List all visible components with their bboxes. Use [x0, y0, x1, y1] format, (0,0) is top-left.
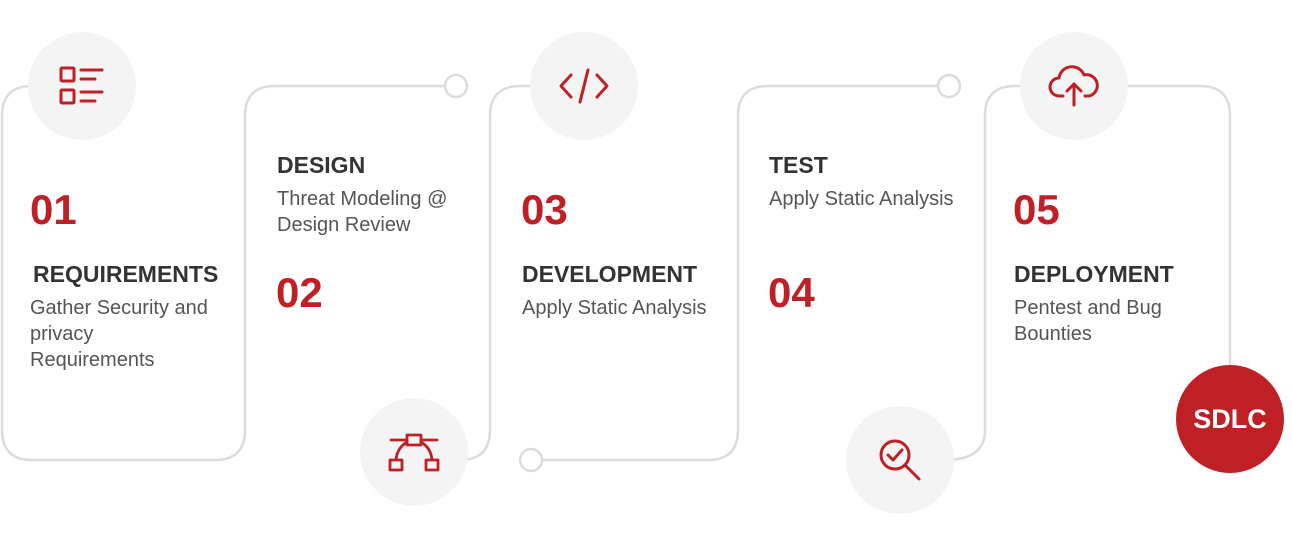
- step-2-description: Threat Modeling @ Design Review: [277, 186, 447, 238]
- card-1-outline: [0, 84, 247, 462]
- list-icon: [59, 66, 104, 105]
- connector-dot-2: [518, 447, 544, 473]
- step-3-desc-line: Apply Static Analysis: [522, 297, 707, 319]
- cloud-upload-icon: [1048, 65, 1099, 107]
- step-1-icon-circle: [28, 32, 136, 140]
- step-1-desc-line: privacy: [30, 323, 94, 345]
- step-5-description: Pentest and Bug Bounties: [1014, 295, 1162, 347]
- step-3-description: Apply Static Analysis: [522, 295, 707, 321]
- step-5-number: 05: [1013, 186, 1060, 233]
- sdlc-badge-label: SDLC: [1193, 403, 1267, 434]
- step-4-description: Apply Static Analysis: [769, 186, 954, 212]
- step-4-desc-line: Apply Static Analysis: [769, 188, 954, 210]
- card-2-outline: [243, 84, 457, 432]
- connector-dot-1: [443, 73, 469, 99]
- step-5-title: DEPLOYMENT: [1014, 261, 1174, 287]
- step-5-desc-line: Pentest and Bug: [1014, 297, 1162, 319]
- sdlc-badge: SDLC: [1176, 365, 1284, 473]
- connector-dot-3: [936, 73, 962, 99]
- card-2-tail: [458, 84, 542, 462]
- step-3-title: DEVELOPMENT: [522, 261, 698, 287]
- step-3-number: 03: [521, 186, 568, 233]
- step-1-number: 01: [30, 186, 77, 233]
- step-2-desc-line: Threat Modeling @: [277, 188, 448, 210]
- step-1-title: REQUIREMENTS: [33, 261, 219, 287]
- card-3-outline: [528, 84, 950, 462]
- step-1-description: Gather Security and privacy Requirements: [30, 295, 208, 373]
- step-2-icon-circle: [360, 398, 468, 506]
- step-4-number: 04: [768, 269, 815, 316]
- step-5-desc-line: Bounties: [1014, 323, 1092, 345]
- step-4-title: TEST: [769, 152, 828, 178]
- card-4-tail: [943, 84, 1037, 462]
- card-5-outline: [1118, 84, 1232, 392]
- step-2-desc-line: Design Review: [277, 214, 411, 236]
- step-1-desc-line: Gather Security and: [30, 297, 208, 319]
- step-1-desc-line: Requirements: [30, 349, 155, 371]
- step-4-icon-circle: [846, 406, 954, 514]
- step-3-icon-circle: [530, 32, 638, 140]
- step-5-icon-circle: [1020, 32, 1128, 140]
- step-2-number: 02: [276, 269, 323, 316]
- code-icon: [559, 68, 609, 104]
- vector-pen-icon: [388, 433, 440, 472]
- magnifier-check-icon: [879, 439, 921, 481]
- step-2-title: DESIGN: [277, 152, 366, 178]
